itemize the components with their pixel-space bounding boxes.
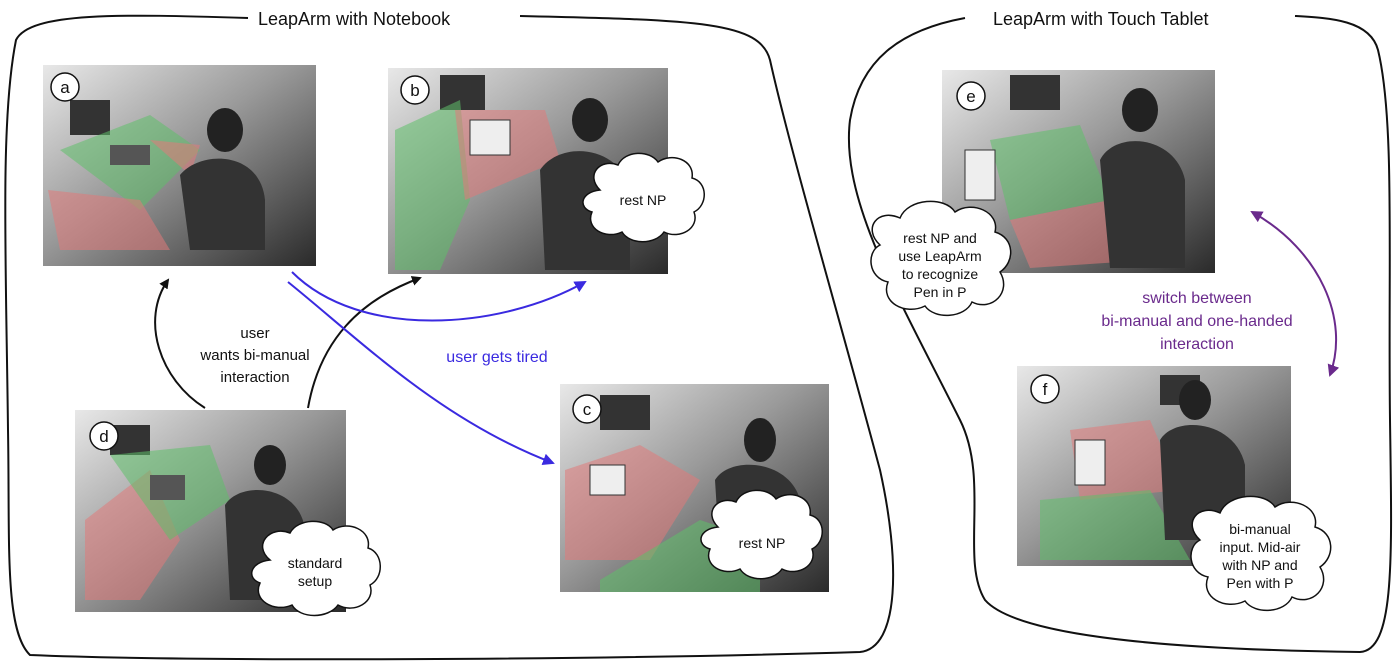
bubble-b: rest NP [582, 152, 705, 243]
group-title-tablet: LeapArm with Touch Tablet [993, 9, 1208, 29]
zone-green [990, 125, 1110, 220]
label-switch-line-2: bi-manual and one-handed [1101, 313, 1292, 330]
bubble-f-line-2: input. Mid-air [1220, 539, 1301, 555]
bubble-e-line-3: to recognize [902, 266, 978, 282]
arrow-d-to-a [154, 278, 206, 409]
photo-letter-e-circle [956, 81, 986, 111]
bubble-d-line-2: setup [298, 573, 332, 589]
photo-letter-b-circle [400, 75, 430, 105]
label-switch-line-3: interaction [1160, 336, 1234, 353]
label-switch-line-1: switch between [1142, 290, 1251, 307]
arrow-a-to-c-tired [287, 281, 555, 466]
photo-letter-d: d [99, 427, 108, 446]
arrow-e-f-switch [1250, 211, 1340, 377]
zone-red [48, 190, 170, 250]
bubble-c-line-1: rest NP [739, 535, 786, 551]
photo-f [1017, 366, 1291, 566]
zone-green [395, 100, 470, 270]
bubble-d-line-1: standard [288, 555, 342, 571]
zone-green [1040, 490, 1190, 560]
label-bimanual-line-3: interaction [220, 369, 289, 386]
photo-letter-f: f [1043, 380, 1048, 399]
bubble-f-line-3: with NP and [1221, 557, 1297, 573]
group-outline-tablet [847, 15, 1393, 654]
photo-letter-a: a [60, 78, 70, 97]
group-outline-notebook [4, 14, 895, 661]
photo-letter-e: e [966, 87, 975, 106]
bubble-f-line-1: bi-manual [1229, 521, 1290, 537]
photo-letter-b: b [410, 81, 419, 100]
group-title-notebook: LeapArm with Notebook [258, 9, 451, 29]
bubble-d: standard setup [250, 520, 381, 617]
bubble-e-line-2: use LeapArm [898, 248, 981, 264]
photo-letter-c: c [583, 400, 592, 419]
label-switch: switch between bi-manual and one-handed … [1101, 290, 1292, 353]
photo-d [75, 410, 346, 612]
photo-letter-d-circle [89, 421, 119, 451]
label-user-gets-tired: user gets tired [446, 349, 547, 366]
bubble-e: rest NP and use LeapArm to recognize Pen… [870, 200, 1012, 317]
bubble-f: bi-manual input. Mid-air with NP and Pen… [1190, 495, 1332, 612]
arrow-d-to-b [307, 276, 422, 409]
photo-letter-a-circle [50, 72, 80, 102]
photo-letter-c-circle [572, 394, 602, 424]
bubble-b-line-1: rest NP [620, 192, 667, 208]
label-bimanual-line-2: wants bi-manual [199, 347, 309, 364]
bubble-c: rest NP [700, 489, 823, 580]
photo-a [43, 65, 316, 266]
bubble-e-line-4: Pen in P [914, 284, 967, 300]
bubble-f-line-4: Pen with P [1227, 575, 1294, 591]
label-bimanual-line-1: user [240, 325, 269, 342]
photo-letter-f-circle [1030, 374, 1060, 404]
bubble-e-line-1: rest NP and [903, 230, 977, 246]
arrow-a-to-b-tired [291, 271, 587, 322]
label-bimanual: user wants bi-manual interaction [199, 325, 309, 386]
